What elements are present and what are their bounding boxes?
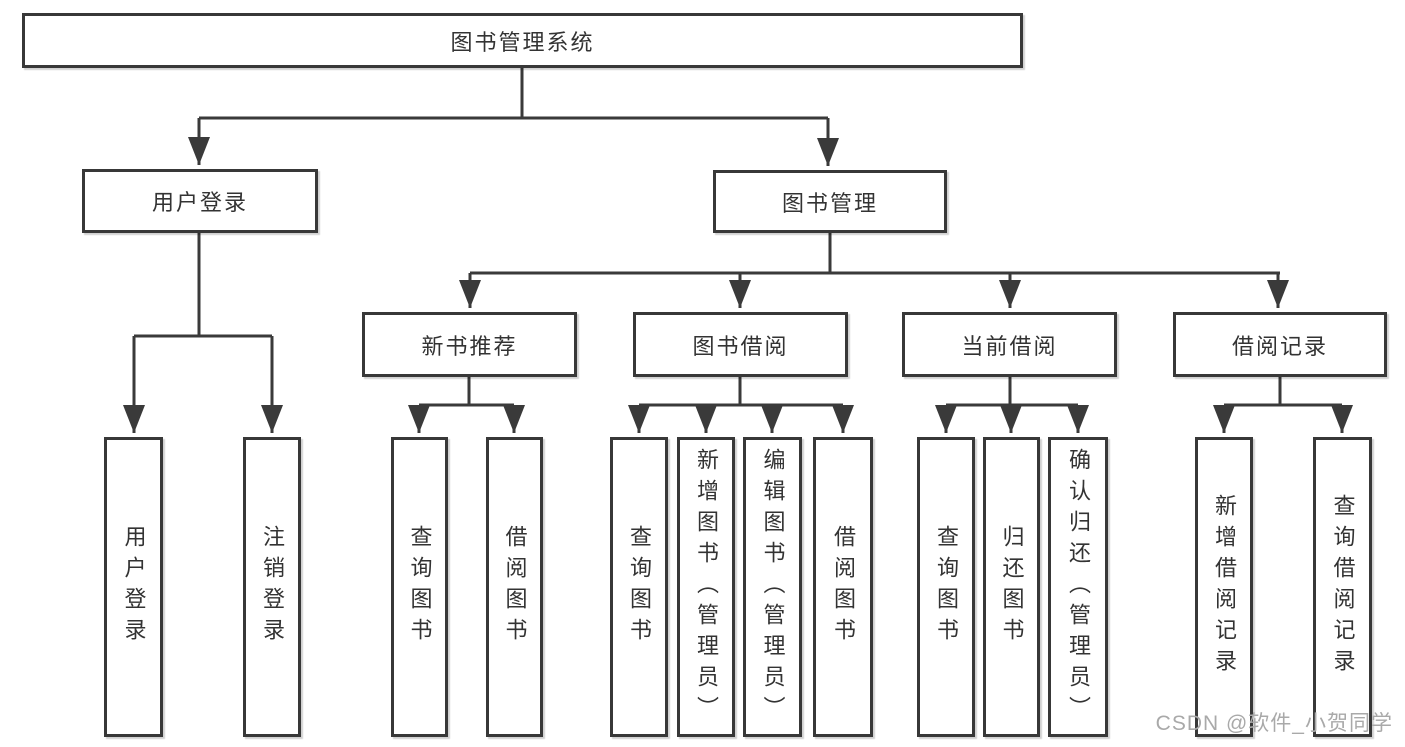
leaf-label: 借阅图书 — [502, 525, 528, 649]
leaf-label: 查询图书 — [627, 525, 652, 649]
node-leaf-newbook-borrow-books: 借阅图书 — [486, 437, 543, 737]
node-user-login: 用户登录 — [82, 169, 318, 233]
leaf-label: 查询借阅记录 — [1330, 494, 1356, 680]
leaf-label: 注销登录 — [260, 525, 285, 649]
node-leaf-records-add-borrow-record: 新增借阅记录 — [1195, 437, 1253, 737]
node-leaf-logout: 注销登录 — [243, 437, 301, 737]
node-leaf-records-query-borrow-record: 查询借阅记录 — [1313, 437, 1372, 737]
node-leaf-current-query-books: 查询图书 — [917, 437, 975, 737]
node-new-book-recommend: 新书推荐 — [362, 312, 577, 377]
leaf-label: 新增图书（管理员） — [694, 447, 719, 727]
leaf-label: 归还图书 — [999, 525, 1025, 649]
node-book-management-system: 图书管理系统 — [22, 13, 1023, 68]
leaf-label: 查询图书 — [407, 525, 433, 649]
node-current-borrowing: 当前借阅 — [902, 312, 1117, 377]
leaf-label: 查询图书 — [934, 525, 959, 649]
node-leaf-borrow-query-books: 查询图书 — [610, 437, 668, 737]
node-leaf-newbook-query-books: 查询图书 — [391, 437, 448, 737]
node-leaf-current-confirm-return-admin: 确认归还（管理员） — [1048, 437, 1108, 737]
node-leaf-user-login: 用户登录 — [104, 437, 163, 737]
leaf-label: 新增借阅记录 — [1212, 494, 1237, 680]
node-leaf-borrow-edit-books-admin: 编辑图书（管理员） — [743, 437, 802, 737]
node-book-borrowing: 图书借阅 — [633, 312, 848, 377]
node-leaf-borrow-add-books-admin: 新增图书（管理员） — [677, 437, 735, 737]
node-leaf-borrow-borrow-books: 借阅图书 — [813, 437, 873, 737]
node-book-management: 图书管理 — [713, 170, 947, 233]
node-borrowing-records: 借阅记录 — [1173, 312, 1387, 377]
leaf-label: 确认归还（管理员） — [1066, 447, 1091, 727]
leaf-label: 编辑图书（管理员） — [760, 447, 786, 727]
leaf-label: 用户登录 — [121, 525, 147, 649]
node-leaf-current-return-books: 归还图书 — [983, 437, 1040, 737]
leaf-label: 借阅图书 — [831, 525, 856, 649]
